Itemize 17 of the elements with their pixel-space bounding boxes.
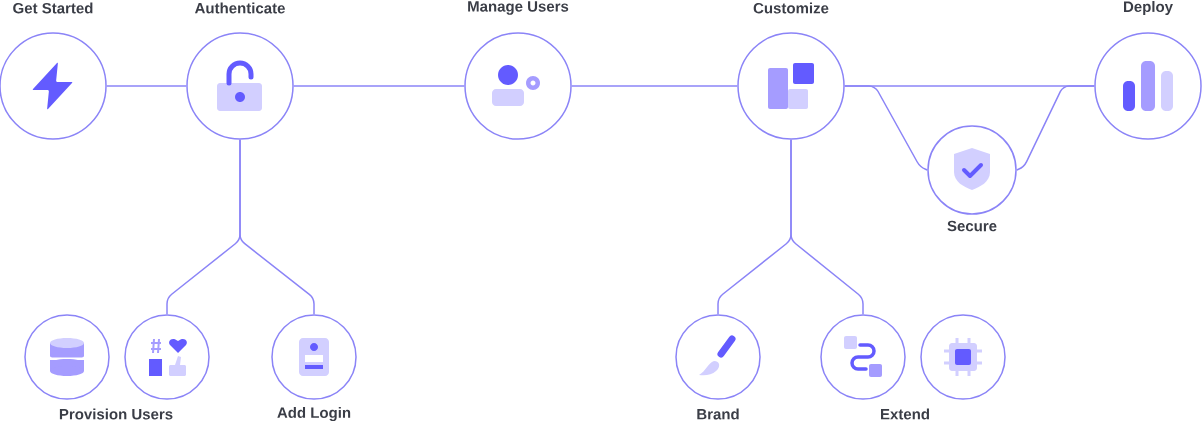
group-label: Provision Users <box>59 408 173 420</box>
connector-line <box>571 85 738 87</box>
connector-line <box>106 85 187 87</box>
step-label: Brand <box>697 408 739 420</box>
step-label: Add Login <box>277 407 351 422</box>
connector-line <box>293 85 465 87</box>
step-label: Customize <box>753 2 829 14</box>
group-label: Extend <box>881 408 929 420</box>
connector-line <box>790 139 864 315</box>
connector-line <box>844 85 928 171</box>
connector-line <box>239 139 315 315</box>
step-label: Get Started <box>13 2 93 14</box>
step-label: Manage Users <box>468 1 569 15</box>
step-label: Deploy <box>1124 1 1173 15</box>
step-label: Authenticate <box>194 2 285 14</box>
connector-line <box>1016 85 1095 171</box>
step-label: Secure <box>947 220 997 232</box>
